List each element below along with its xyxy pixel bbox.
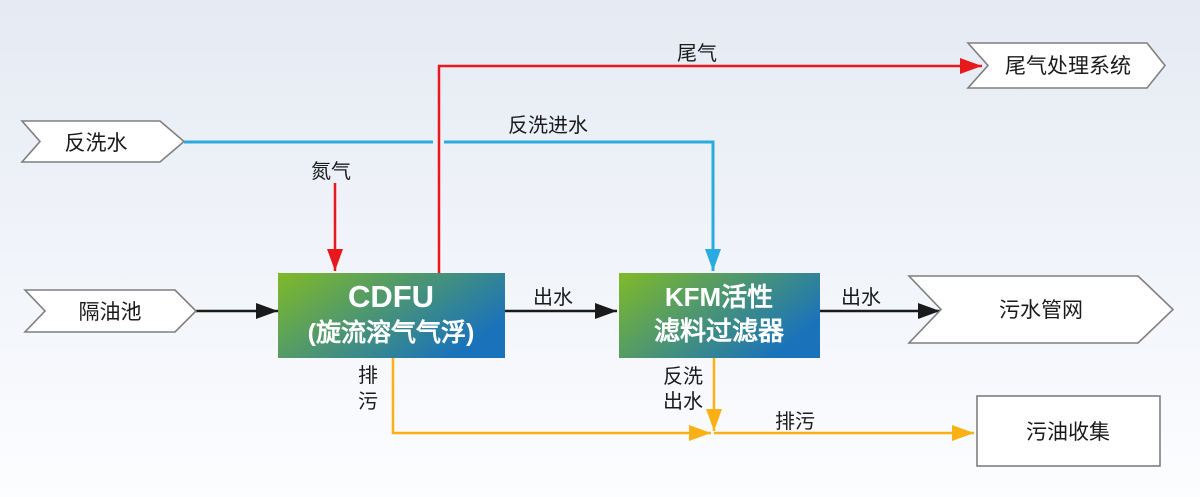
edge-cdfu-drain [391,358,711,441]
node-backwash-water: 反洗水 [20,120,186,163]
cdfu-subtitle: (旋流溶气气浮) [308,318,475,347]
backwash-inlet-label: 反洗进水 [508,114,588,137]
node-oil-separator: 隔油池 [23,289,198,333]
tail-gas-label: 尾气 [677,42,717,65]
cdfu-box [278,273,505,358]
backwash-water-shape [20,120,186,163]
sewage-network-shape [907,275,1175,344]
kfm-backwash-label-line2: 出水 [663,390,703,413]
process-boxes: CDFU (旋流溶气气浮) KFM活性 滤料过滤器 [278,273,820,358]
node-sewage-network: 污水管网 [907,275,1175,344]
kfm-outlet-label: 出水 [841,286,881,309]
cdfu-outlet-label: 出水 [533,286,573,309]
node-cdfu: CDFU (旋流溶气气浮) [278,273,505,358]
edge-backwash-inlet [444,140,721,271]
cdfu-drain-label-line2: 污 [358,390,378,413]
edge-tail-gas [437,58,982,273]
kfm-subtitle: 滤料过滤器 [654,316,785,346]
node-oil-collection: 污油收集 [976,395,1161,467]
tail-gas-system-label: 尾气处理系统 [1005,54,1131,78]
edges [184,58,982,441]
edge-labels: 尾气 反洗进水 氮气 出水 出水 排 污 反洗 出水 排污 [311,42,881,433]
oil-separator-shape [23,289,198,333]
cdfu-drain-label-line1: 排 [358,364,378,387]
cdfu-title: CDFU [348,279,434,314]
main-drain-label: 排污 [775,410,815,433]
oil-separator-label: 隔油池 [79,300,142,324]
oil-collection-label: 污油收集 [1026,420,1110,444]
node-tail-gas-system: 尾气处理系统 [966,42,1167,89]
sewage-network-label: 污水管网 [999,298,1083,322]
nitrogen-label: 氮气 [311,160,351,183]
node-kfm: KFM活性 滤料过滤器 [619,273,820,358]
kfm-box [619,273,820,358]
oil-collection-shape [976,395,1161,467]
kfm-title: KFM活性 [665,282,773,312]
nodes: 反洗水 隔油池 尾气处理系统 污水管网 污油收集 [20,42,1175,467]
backwash-water-label: 反洗水 [65,131,128,155]
kfm-backwash-label-line1: 反洗 [663,365,703,388]
tail-gas-system-shape [966,42,1167,89]
